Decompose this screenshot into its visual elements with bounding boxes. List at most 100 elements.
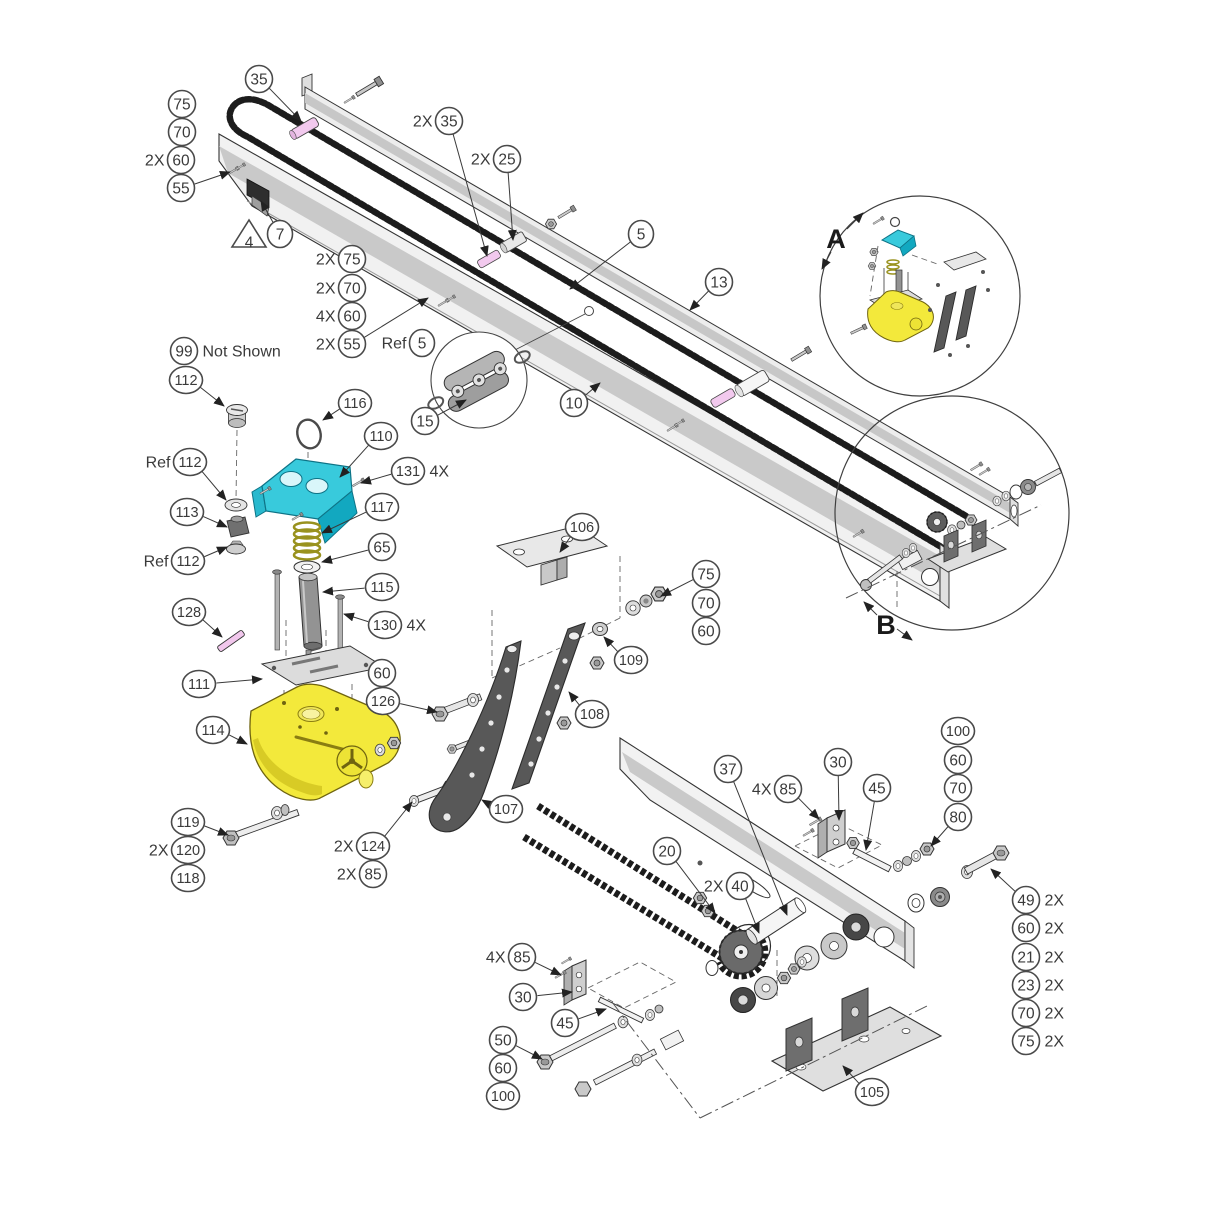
chain-link-detail-view xyxy=(427,331,531,429)
svg-text:115: 115 xyxy=(370,580,393,596)
white-roller-37 xyxy=(745,897,807,945)
bolt-lower xyxy=(574,1029,685,1097)
callout-109: 109 xyxy=(603,636,649,675)
svg-text:99: 99 xyxy=(175,343,192,360)
svg-text:2X: 2X xyxy=(471,151,491,168)
drive-chain xyxy=(226,96,970,552)
svg-text:35: 35 xyxy=(250,71,267,88)
callout-2x-25: 25 2X xyxy=(471,144,522,241)
svg-text:4X: 4X xyxy=(316,308,336,325)
bottom-rail-assembly xyxy=(522,736,1010,1119)
svg-text:75: 75 xyxy=(697,566,714,583)
svg-text:116: 116 xyxy=(343,396,366,412)
pink-pin-128 xyxy=(217,630,245,652)
svg-text:5: 5 xyxy=(637,226,646,243)
white-roller-mid xyxy=(734,370,770,398)
callout-107: 107 xyxy=(481,794,524,824)
retaining-ring-116 xyxy=(296,418,322,450)
callout-37: 37 xyxy=(713,754,788,916)
svg-text:55: 55 xyxy=(172,180,189,197)
callout-114: 114 xyxy=(195,715,248,745)
svg-text:108: 108 xyxy=(580,707,604,723)
svg-text:A: A xyxy=(826,224,846,254)
callout-60: 60 xyxy=(488,1053,518,1083)
callout-55: 55 xyxy=(166,170,231,203)
rail-screw-icon xyxy=(556,204,577,221)
callout-35: 35 xyxy=(244,64,302,122)
svg-text:60: 60 xyxy=(172,152,190,169)
flange-nut-ref-112-lower xyxy=(226,540,246,555)
callout-100: 100 xyxy=(940,716,976,746)
rail-screw-icon xyxy=(354,75,385,99)
svg-text:30: 30 xyxy=(829,754,847,771)
svg-text:80: 80 xyxy=(949,809,967,826)
svg-text:114: 114 xyxy=(201,723,224,739)
chain-bolt-112 xyxy=(226,404,248,428)
svg-text:124: 124 xyxy=(361,839,385,855)
svg-text:2X: 2X xyxy=(1045,1033,1065,1050)
bottom-rail xyxy=(619,736,915,969)
bottom-chain-strand xyxy=(522,834,729,964)
callout-108: 108 xyxy=(568,691,610,729)
svg-text:2X: 2X xyxy=(149,842,169,859)
shaft-115 xyxy=(298,572,323,653)
svg-text:25: 25 xyxy=(498,151,515,168)
callout-60: 60 xyxy=(943,745,973,775)
svg-text:2X: 2X xyxy=(316,280,336,297)
callout-45: 45 xyxy=(862,773,892,851)
svg-text:30: 30 xyxy=(514,989,532,1006)
svg-text:110: 110 xyxy=(369,429,392,445)
callout-75: 75 xyxy=(167,89,197,119)
svg-text:120: 120 xyxy=(176,843,200,859)
svg-text:4X: 4X xyxy=(486,949,506,966)
svg-text:60: 60 xyxy=(697,623,715,640)
svg-text:112: 112 xyxy=(178,455,201,471)
callout-106: 106 xyxy=(559,512,600,553)
svg-text:60: 60 xyxy=(494,1060,512,1077)
svg-text:70: 70 xyxy=(173,124,191,141)
callout-70: 70 xyxy=(943,773,973,803)
callout-117: 117 xyxy=(321,492,400,534)
callout-70: 70 xyxy=(691,588,721,618)
callout-60: 60 xyxy=(367,658,397,688)
trolley-plate-111 xyxy=(260,645,386,686)
svg-text:131: 131 xyxy=(396,464,420,480)
spacer-109 xyxy=(592,622,608,636)
callout-30: 30 xyxy=(823,747,853,821)
callout-128: 128 xyxy=(171,597,223,638)
callout-115: 115 xyxy=(322,572,400,602)
rail-screw-icon xyxy=(343,94,356,105)
svg-text:2X: 2X xyxy=(1045,920,1065,937)
callout-13: 13 xyxy=(689,267,734,311)
svg-text:49: 49 xyxy=(1017,892,1034,909)
detail-view-a xyxy=(819,195,1021,397)
svg-text:111: 111 xyxy=(188,677,210,693)
callout-30: 30 xyxy=(508,982,573,1012)
callout-70: 70 xyxy=(167,117,197,147)
svg-text:5: 5 xyxy=(418,335,427,352)
callout-80: 80 xyxy=(930,802,973,847)
rail-screw-icon xyxy=(789,345,813,364)
svg-text:2X: 2X xyxy=(1045,892,1065,909)
svg-text:70: 70 xyxy=(343,280,361,297)
view-label-layer: AB xyxy=(821,212,913,641)
svg-text:60: 60 xyxy=(373,665,391,682)
bottom-chain-wrap xyxy=(715,937,769,980)
callout-4: 4 xyxy=(230,218,268,251)
rail-nut-icon xyxy=(545,218,557,230)
end-bracket xyxy=(926,519,1008,573)
nut-icon xyxy=(386,736,402,750)
svg-text:85: 85 xyxy=(364,866,381,883)
